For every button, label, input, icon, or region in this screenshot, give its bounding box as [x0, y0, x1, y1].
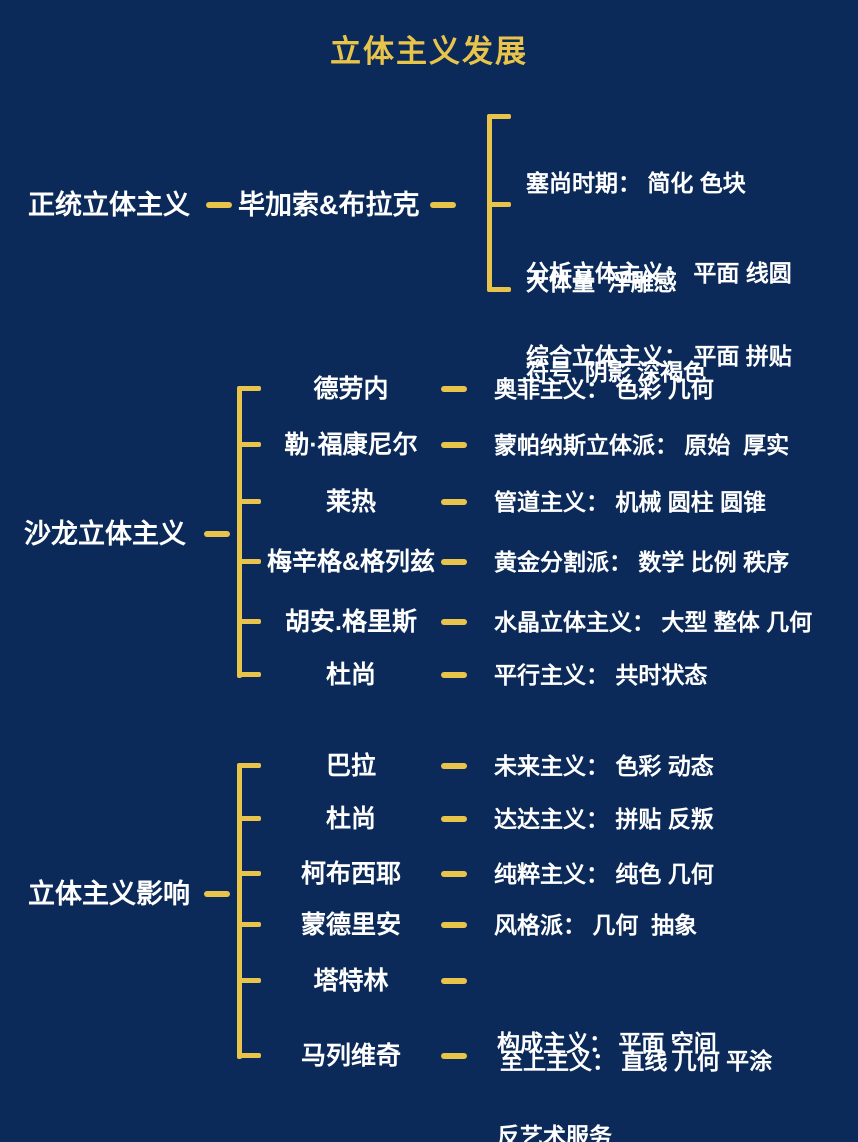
- bracket-tick: [239, 816, 261, 821]
- desc-line: 综合立体主义： 平面 拼贴: [526, 343, 792, 369]
- branch-label: 沙龙立体主义: [24, 519, 186, 549]
- node-desc: 平行主义： 共时状态: [494, 662, 708, 688]
- node-name: 杜尚: [325, 661, 376, 689]
- connector-line: [441, 1053, 467, 1059]
- artist-label: 毕加索&布拉克: [238, 190, 420, 220]
- connector-line: [441, 816, 467, 822]
- bracket-line: [237, 386, 242, 678]
- connector-line: [441, 978, 467, 984]
- connector-line: [204, 891, 230, 897]
- bracket-tick: [489, 287, 511, 292]
- bracket-tick: [239, 672, 261, 677]
- connector-line: [441, 442, 467, 448]
- node-desc: 至上主义： 直线 几何 平涂: [500, 1048, 773, 1074]
- node-name: 蒙德里安: [300, 911, 401, 939]
- node-desc: 综合立体主义： 平面 拼贴: [526, 274, 792, 439]
- bracket-tick: [239, 619, 261, 624]
- connector-line: [441, 559, 467, 565]
- node-name: 杜尚: [325, 805, 376, 833]
- connector-line: [204, 531, 230, 537]
- node-desc: 管道主义： 机械 圆柱 圆锥: [494, 489, 767, 515]
- bracket-tick: [489, 114, 511, 119]
- connector-line: [430, 202, 456, 208]
- node-desc: 分析立体主义： 平面 线圆 符号 阴影 深褐色: [526, 191, 792, 455]
- connector-line: [441, 619, 467, 625]
- page-title: 立体主义发展: [330, 34, 528, 69]
- desc-line: 反艺术服务: [497, 1123, 612, 1142]
- desc-line: 构成主义： 平面 空间: [497, 1030, 717, 1056]
- branch-label: 正统立体主义: [28, 190, 190, 220]
- connector-line: [441, 499, 467, 505]
- bracket-tick: [239, 922, 261, 927]
- connector-line: [441, 871, 467, 877]
- node-name: 巴拉: [325, 752, 376, 780]
- desc-line: 符号 阴影 深褐色: [526, 359, 707, 385]
- node-desc: 风格派： 几何 抽象: [494, 912, 698, 938]
- bracket-tick: [239, 559, 261, 564]
- bracket-tick: [239, 442, 261, 447]
- bracket-tick: [239, 871, 261, 876]
- node-desc: 塞尚时期： 简化 色块 大体量 浮雕感: [526, 101, 746, 365]
- desc-line: 塞尚时期： 简化 色块: [526, 170, 746, 196]
- node-name: 塔特林: [313, 967, 389, 995]
- node-desc: 纯粹主义： 纯色 几何: [494, 861, 714, 887]
- node-desc: 水晶立体主义： 大型 整体 几何: [494, 609, 813, 635]
- connector-line: [441, 922, 467, 928]
- node-desc: 达达主义： 拼贴 反叛: [494, 806, 714, 832]
- bracket-tick: [239, 978, 261, 983]
- node-desc: 未来主义： 色彩 动态: [494, 753, 714, 779]
- node-name: 梅辛格&格列兹: [266, 548, 436, 576]
- branch-label: 立体主义影响: [28, 879, 190, 909]
- node-desc: 奥菲主义： 色彩 几何: [494, 376, 714, 402]
- connector-line: [441, 672, 467, 678]
- bracket-tick: [489, 202, 511, 207]
- node-name: 马列维奇: [300, 1042, 401, 1070]
- node-desc: 构成主义： 平面 空间 反艺术服务: [497, 966, 717, 1142]
- bracket-tick: [239, 499, 261, 504]
- bracket-tick: [239, 1053, 261, 1058]
- bracket-tick: [239, 763, 261, 768]
- node-name: 莱热: [325, 488, 376, 516]
- desc-line: 分析立体主义： 平面 线圆: [526, 260, 792, 286]
- node-name: 勒·福康尼尔: [284, 431, 418, 459]
- node-desc: 蒙帕纳斯立体派： 原始 厚实: [494, 432, 790, 458]
- node-name: 胡安.格里斯: [285, 608, 417, 636]
- node-name: 柯布西耶: [300, 860, 401, 888]
- connector-line: [441, 386, 467, 392]
- bracket-line: [237, 763, 242, 1059]
- connector-line: [206, 202, 232, 208]
- connector-line: [441, 763, 467, 769]
- bracket-tick: [239, 386, 261, 391]
- node-desc: 黄金分割派： 数学 比例 秩序: [494, 549, 790, 575]
- node-name: 德劳内: [313, 375, 389, 403]
- desc-line: 大体量 浮雕感: [526, 269, 677, 295]
